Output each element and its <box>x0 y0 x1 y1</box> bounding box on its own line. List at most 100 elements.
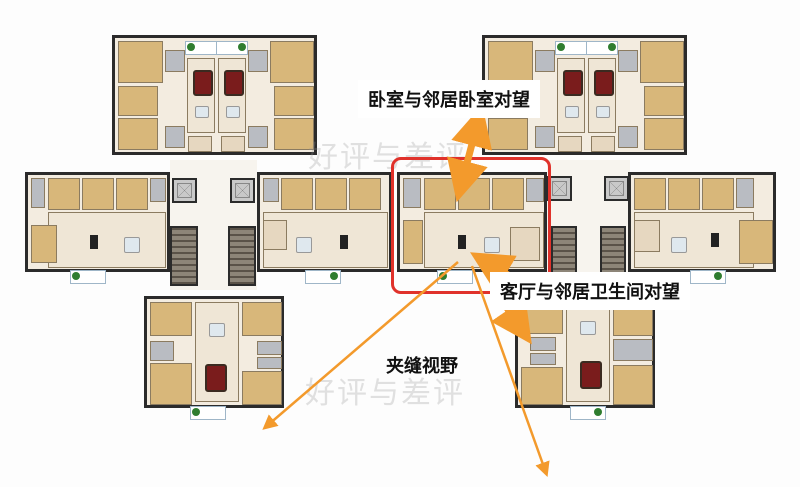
bedroom <box>739 220 773 264</box>
plant <box>608 43 616 51</box>
bedroom <box>242 302 282 336</box>
kitchen <box>221 136 245 152</box>
bathroom <box>165 126 185 148</box>
bathroom <box>150 178 166 202</box>
bedroom <box>82 178 114 210</box>
stairwell <box>170 226 198 286</box>
bathroom <box>248 50 268 72</box>
dining-table <box>124 237 140 253</box>
living-room <box>48 212 166 268</box>
wing-north-east <box>482 35 687 155</box>
bedroom <box>270 41 314 83</box>
wing-south-east <box>515 300 655 408</box>
kitchen <box>591 136 615 152</box>
annotation-bedroom-facing: 卧室与邻居卧室对望 <box>358 80 540 118</box>
wing-south-west <box>144 296 284 408</box>
plant <box>187 43 195 51</box>
plant <box>714 272 722 280</box>
bedroom <box>116 178 148 210</box>
plant <box>557 43 565 51</box>
bedroom <box>644 118 684 150</box>
tv <box>711 233 719 247</box>
plant <box>238 43 246 51</box>
dining-table <box>296 237 312 253</box>
bathroom <box>165 50 185 72</box>
stairwell <box>228 226 256 286</box>
dining-table <box>671 237 687 253</box>
bathroom <box>526 178 544 202</box>
annotation-gap-view: 夹缝视野 <box>386 356 458 377</box>
bathroom <box>257 357 282 369</box>
bedroom <box>640 41 684 83</box>
bedroom <box>150 302 192 336</box>
dining-table <box>209 323 225 337</box>
bedroom <box>118 86 158 116</box>
bedroom <box>488 41 533 83</box>
bathroom <box>535 50 555 72</box>
tv <box>90 235 98 249</box>
elevator <box>172 178 197 203</box>
dining-table <box>596 106 610 118</box>
sofa <box>224 70 244 96</box>
kitchen <box>188 136 212 152</box>
plant <box>72 272 80 280</box>
bedroom <box>118 118 158 150</box>
bathroom <box>248 126 268 148</box>
dining-table <box>195 106 209 118</box>
bedroom <box>492 178 524 210</box>
bedroom <box>315 178 347 210</box>
bedroom <box>521 306 563 334</box>
bedroom <box>242 371 282 405</box>
wing-west-center-left <box>25 172 170 272</box>
bathroom <box>618 126 638 148</box>
sofa <box>563 70 583 96</box>
bedroom <box>644 86 684 116</box>
plant <box>594 408 602 416</box>
wing-north-west <box>112 35 317 155</box>
wing-west-center-right <box>257 172 392 272</box>
sofa <box>193 70 213 96</box>
tv <box>340 235 348 249</box>
bedroom <box>488 118 528 150</box>
bedroom <box>274 118 314 150</box>
bathroom <box>530 353 556 365</box>
kitchen <box>558 136 582 152</box>
annotation-living-facing-bathroom: 客厅与邻居卫生间对望 <box>490 272 690 310</box>
bathroom <box>535 126 555 148</box>
bathroom <box>618 50 638 72</box>
dining-table <box>580 321 596 335</box>
bedroom <box>281 178 313 210</box>
bedroom <box>702 178 734 210</box>
bathroom <box>263 178 279 202</box>
bedroom <box>668 178 700 210</box>
bathroom <box>31 178 45 208</box>
bedroom <box>118 41 163 83</box>
kitchen <box>263 220 287 250</box>
bathroom <box>257 341 282 355</box>
bedroom <box>31 225 57 263</box>
elevator <box>230 178 255 203</box>
bedroom <box>521 367 563 405</box>
sofa <box>580 361 602 389</box>
sofa <box>205 364 227 392</box>
dining-table <box>565 106 579 118</box>
bedroom <box>613 365 653 405</box>
bathroom <box>403 178 421 208</box>
dining-table <box>226 106 240 118</box>
bathroom <box>613 339 653 361</box>
sofa <box>594 70 614 96</box>
plant <box>330 272 338 280</box>
bedroom <box>150 363 192 405</box>
bathroom <box>150 341 174 361</box>
bedroom <box>48 178 80 210</box>
bedroom <box>349 178 381 210</box>
bedroom <box>613 306 653 336</box>
bedroom <box>634 178 666 210</box>
elevator <box>604 176 629 201</box>
bathroom <box>736 178 754 208</box>
tv <box>458 235 466 249</box>
plant <box>192 408 200 416</box>
kitchen <box>634 220 660 252</box>
bedroom <box>274 86 314 116</box>
